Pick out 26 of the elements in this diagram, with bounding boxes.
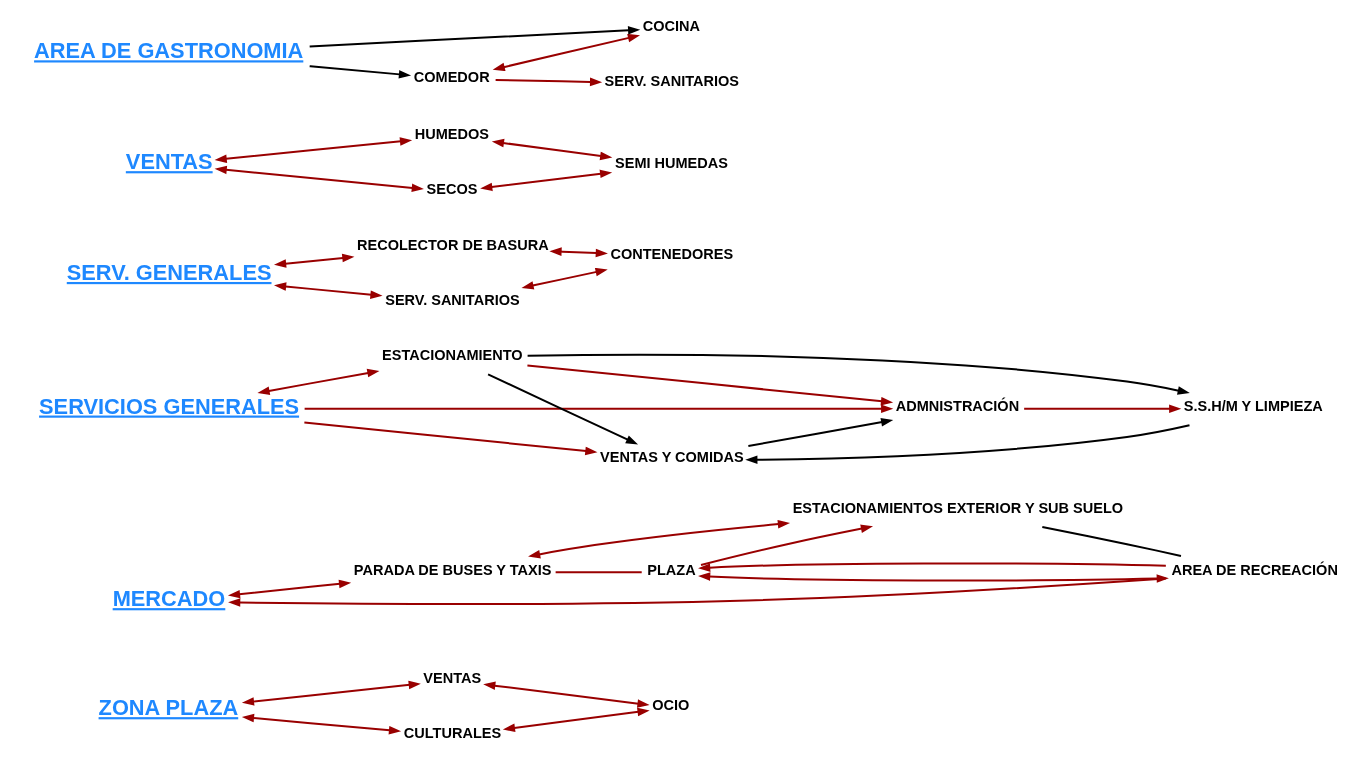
- node-text: ADMNISTRACIÓN: [895, 398, 1019, 415]
- node-text: CULTURALES: [403, 725, 501, 742]
- node-text: VENTAS: [422, 669, 481, 686]
- node-text: OCIO: [651, 697, 689, 714]
- node-text: PLAZA: [646, 561, 696, 578]
- node-text: HUMEDOS: [414, 125, 489, 142]
- node-text: SERV. SANITARIOS: [604, 73, 739, 90]
- node-text: ESTACIONAMIENTOS EXTERIOR Y SUB SUELO: [792, 500, 1123, 517]
- node-text: CONTENEDORES: [610, 245, 733, 262]
- node-text: ESTACIONAMIENTO: [381, 347, 523, 364]
- node-text: ZONA PLAZA: [98, 695, 238, 721]
- node-text: SERV. GENERALES: [66, 259, 272, 285]
- node-text: RECOLECTOR DE BASURA: [356, 236, 549, 253]
- node-text: SERVICIOS GENERALES: [38, 393, 299, 419]
- node-text: SECOS: [426, 181, 477, 198]
- node-text: MERCADO: [112, 586, 225, 612]
- node-text: PARADA DE BUSES Y TAXIS: [353, 561, 551, 578]
- node-text: S.S.H/M Y LIMPIEZA: [1183, 398, 1323, 415]
- node-text: AREA DE GASTRONOMIA: [33, 38, 303, 64]
- node-text: VENTAS: [125, 149, 213, 175]
- node-text: VENTAS Y COMIDAS: [599, 449, 744, 466]
- node-text: AREA DE RECREACIÓN: [1170, 561, 1338, 578]
- node-text: COCINA: [642, 17, 700, 34]
- node-text: SEMI HUMEDAS: [614, 154, 728, 171]
- node-text: COMEDOR: [413, 68, 490, 85]
- node-text: SERV. SANITARIOS: [384, 292, 520, 309]
